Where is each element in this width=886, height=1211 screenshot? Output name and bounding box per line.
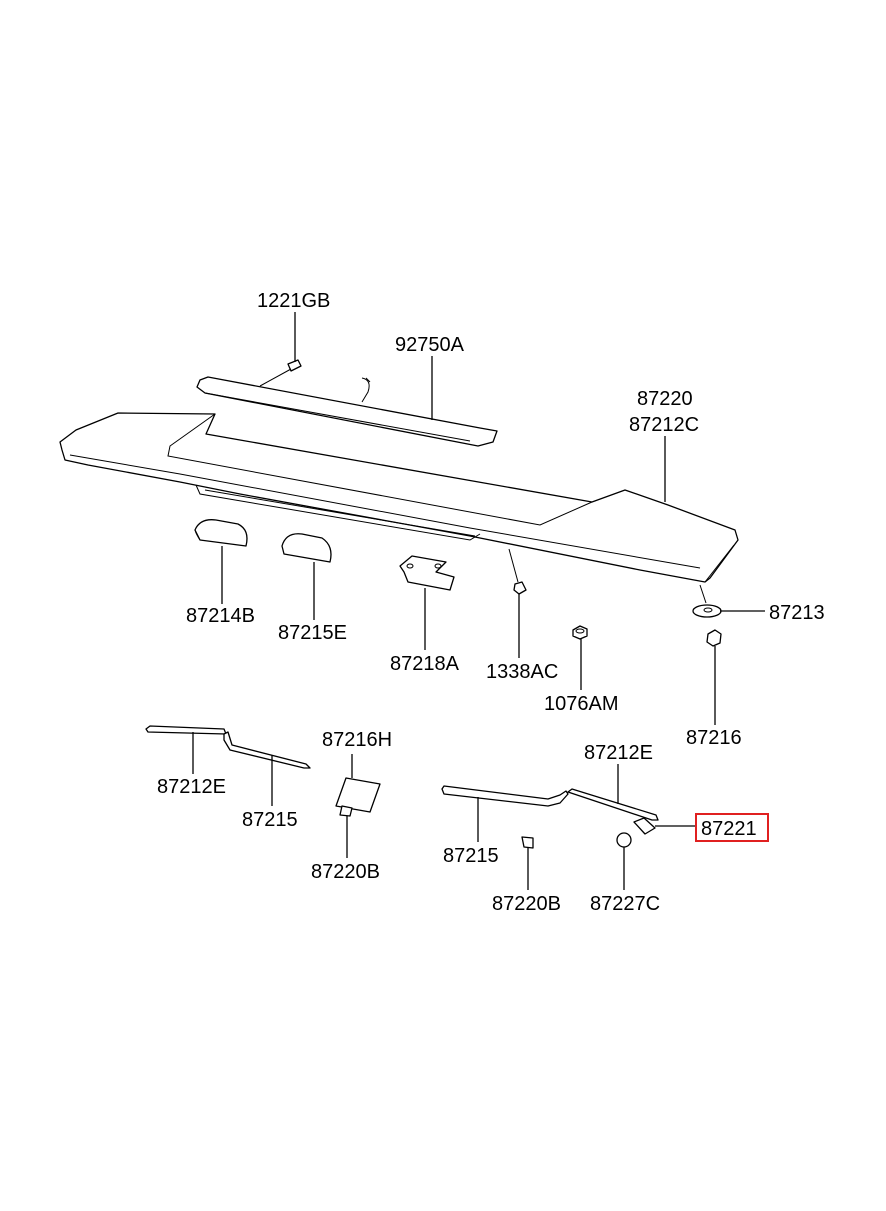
label-87216: 87216 [686,727,742,749]
strip-87212E-right [567,788,659,821]
moulding-87215-left [223,731,311,769]
label-87218A: 87218A [390,653,460,675]
clip-1338AC [508,548,527,595]
stop-lamp-92750A [196,376,498,447]
label-87227C: 87227C [590,893,660,915]
grommet-87227C [616,832,632,848]
label-87221[interactable]: 87221 [701,818,757,840]
pad-87214B [194,519,248,547]
leader-lines [192,312,765,890]
label-1338AC: 1338AC [486,661,558,683]
label-87212C: 87212C [629,414,699,436]
label-87215-right: 87215 [443,845,499,867]
washer-87213 [692,584,722,618]
screw-1221GB [259,359,302,387]
label-1221GB: 1221GB [257,290,330,312]
label-87214B: 87214B [186,605,255,627]
part-labels: 1221GB 92750A 87220 87212C 87214B 87215E… [157,290,825,915]
rear-spoiler-87220 [59,412,739,583]
label-87212E-right: 87212E [584,742,653,764]
label-87220: 87220 [637,388,693,410]
bracket-87218A [399,555,455,591]
label-87216H: 87216H [322,729,392,751]
moulding-87215-right [441,785,569,807]
strip-87212E-left [145,725,227,735]
pad-87215E [281,533,332,563]
nut-87216 [706,629,722,647]
label-87220B-right: 87220B [492,893,561,915]
label-92750A: 92750A [395,334,465,356]
nut-1076AM [572,625,588,640]
label-87220B-left: 87220B [311,861,380,883]
label-87213: 87213 [769,602,825,624]
label-1076AM: 1076AM [544,693,619,715]
clip-87221 [633,817,656,835]
label-87215E: 87215E [278,622,347,644]
pad-87216H [335,777,381,817]
clip-87220B-right [521,836,534,849]
label-87215-left: 87215 [242,809,298,831]
highlight-box-87221 [695,813,769,842]
label-87212E-left: 87212E [157,776,226,798]
